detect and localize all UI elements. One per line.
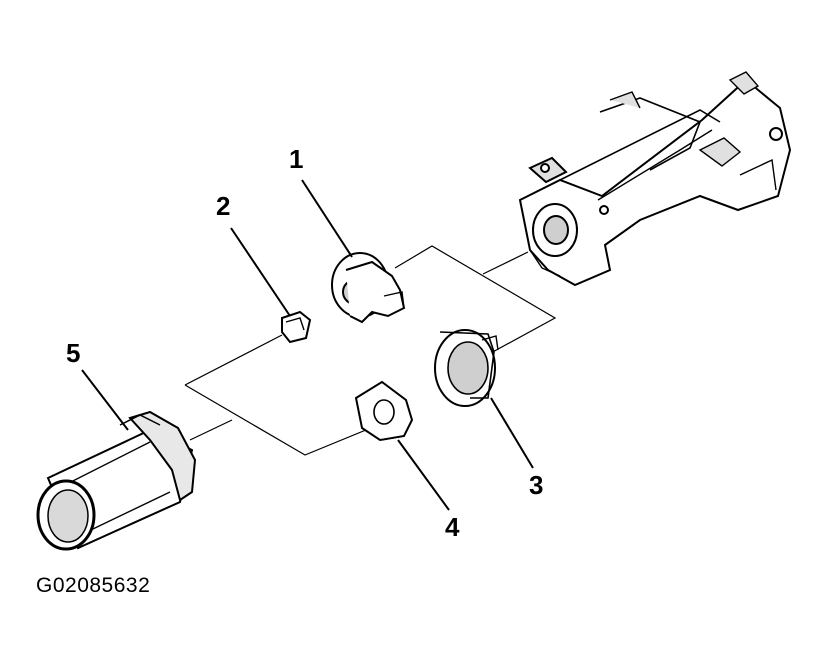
callout-3: 3 — [529, 470, 544, 500]
figure-id: G02085632 — [36, 574, 151, 597]
leader-lines — [81, 179, 534, 511]
part-1-ring — [331, 252, 406, 324]
part-2-clip — [281, 310, 312, 344]
callout-5: 5 — [66, 338, 81, 368]
part-5-housing — [36, 410, 197, 551]
callout-4: 4 — [445, 512, 460, 542]
part-4-washer — [354, 380, 414, 442]
part-3-bearing-ring — [434, 329, 499, 407]
column-housing — [518, 71, 792, 287]
callout-2: 2 — [216, 191, 231, 221]
callout-1: 1 — [289, 144, 304, 174]
